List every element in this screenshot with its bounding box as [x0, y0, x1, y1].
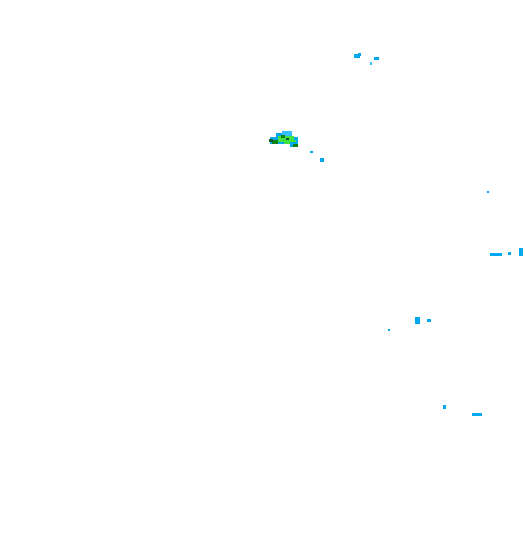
echo-pixel [320, 158, 324, 162]
echo-pixel [272, 140, 278, 144]
echo-pixel [415, 317, 420, 324]
echo-storm-tail-1 [310, 151, 313, 153]
echo-pixel [286, 138, 289, 140]
echo-pixel [388, 329, 390, 331]
echo-east-edge-2 [519, 248, 523, 256]
echo-pixel [293, 144, 298, 147]
echo-pixel [281, 135, 285, 138]
echo-pixel [519, 248, 523, 256]
echo-mid-cell-2 [427, 319, 431, 322]
echo-pixel [276, 133, 284, 137]
echo-se-cell-2 [472, 413, 482, 416]
echo-se-cell-1 [443, 405, 446, 409]
echo-pixel [358, 53, 361, 56]
echo-storm-core [269, 131, 298, 147]
echo-storm-tail-2 [320, 158, 324, 162]
echo-east-dot [487, 191, 489, 193]
echo-pixel [490, 253, 502, 256]
echo-pixel [487, 191, 489, 193]
echo-east-edge-1 [490, 252, 511, 256]
echo-cell-ne-1 [354, 53, 361, 58]
echo-pixel [282, 131, 292, 136]
echo-pixel [508, 252, 511, 255]
echo-pixel [443, 405, 446, 409]
echo-mid-cell-3 [388, 329, 390, 331]
echo-pixel [269, 139, 273, 142]
echo-cell-ne-3 [370, 62, 372, 65]
echo-pixel [370, 62, 372, 65]
echo-cell-ne-2 [374, 57, 379, 60]
echo-pixel [310, 151, 313, 153]
echo-mid-cell-1 [415, 317, 420, 324]
echo-pixel [427, 319, 431, 322]
echo-pixel [472, 413, 482, 416]
echo-pixel [354, 54, 360, 58]
echo-pixel [374, 57, 379, 60]
